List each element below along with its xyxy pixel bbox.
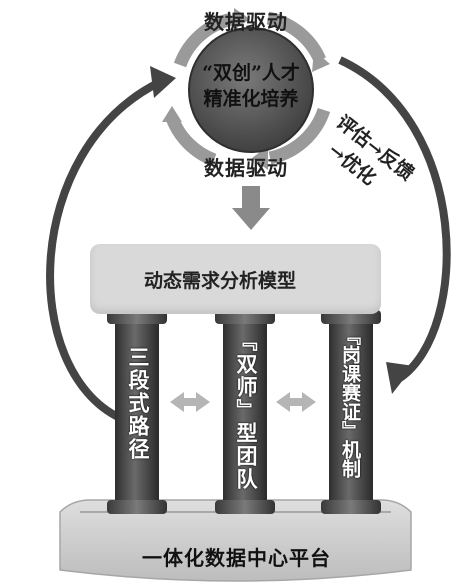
cycle-ring-arrows — [162, 8, 331, 170]
demand-model-box — [90, 244, 381, 314]
data-driven-bottom-label: 数据驱动 — [204, 156, 288, 180]
core-title-line2: 精准化培养 — [203, 88, 299, 110]
right-feedback-arrow — [338, 56, 451, 382]
left-cycle-arrow — [46, 78, 162, 422]
double-arrow-right — [276, 392, 316, 412]
double-arrow-left — [170, 392, 210, 412]
pillar-2-label: 『双师』型团队 — [234, 330, 259, 491]
pillar-2 — [215, 310, 275, 514]
demand-model-label: 动态需求分析模型 — [144, 270, 297, 292]
down-arrow — [232, 186, 270, 230]
core-circle — [189, 28, 313, 152]
pillar-1-label: 三段式路径 — [126, 346, 151, 461]
pillar-3-label: 『岗课赛证』机制 — [339, 326, 361, 478]
pillar-1 — [107, 310, 167, 514]
data-driven-top-label: 数据驱动 — [204, 10, 288, 34]
core-title-line1: “双创”人才 — [202, 62, 300, 84]
platform-label: 一体化数据中心平台 — [142, 546, 331, 570]
